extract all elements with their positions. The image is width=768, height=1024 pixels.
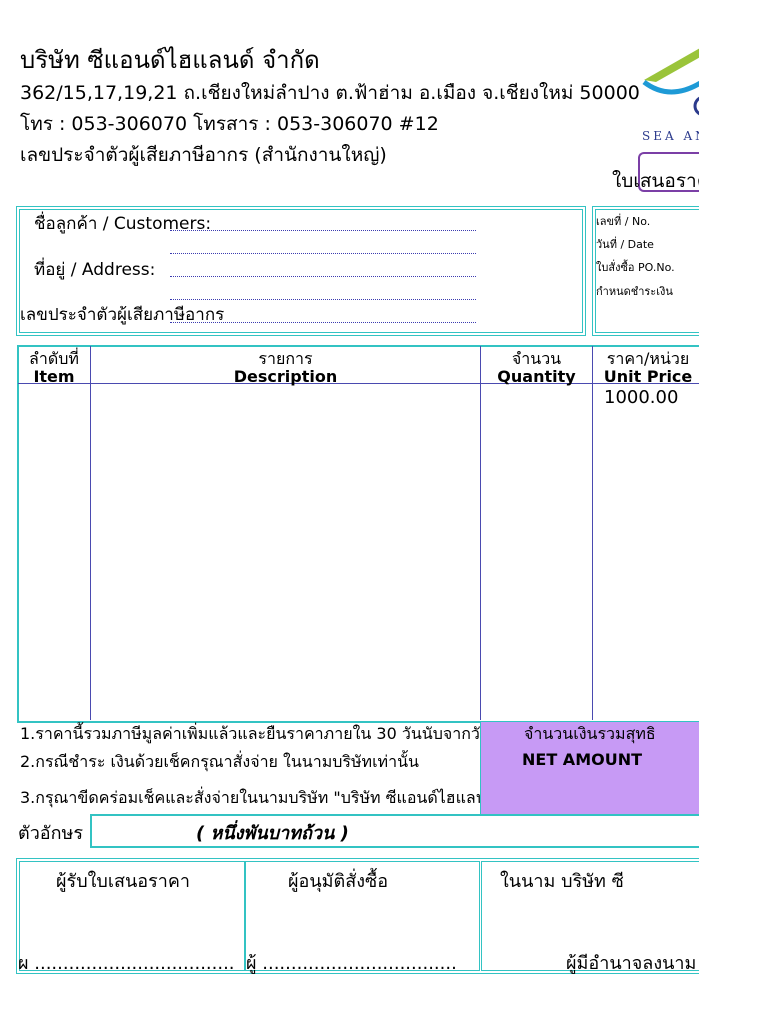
row-unit-price[interactable]: 1000.00: [604, 387, 679, 408]
note-2: 2.กรณีชำระ เงินด้วยเช็คกรุณาสั่งจ่าย ในน…: [20, 752, 419, 771]
company-phone: โทร : 053-306070 โทรสาร : 053-306070 #12: [20, 113, 439, 135]
customer-name-line-2[interactable]: [170, 253, 476, 254]
net-amount-label-en: NET AMOUNT: [522, 750, 643, 769]
amount-words-label: ตัวอักษร: [18, 823, 84, 844]
signature-cell-company: [481, 861, 699, 971]
note-1: 1.ราคานี้รวมภาษีมูลค่าเพิ่มแล้วและยืนราค…: [20, 724, 575, 743]
doc-title: ใบเสนอราคา: [612, 170, 699, 192]
col-header-item: ลำดับที่Item: [29, 349, 79, 386]
signature-cell-receiver: [19, 861, 245, 971]
address-line[interactable]: [170, 276, 476, 277]
signature-line-company[interactable]: ผู้มีอำนาจลงนาม: [566, 953, 697, 974]
customer-label: ชื่อลูกค้า / Customers:: [34, 214, 212, 234]
net-amount-label-th: จำนวนเงินรวมสุทธิ: [524, 724, 656, 743]
amount-words-box: [90, 814, 699, 848]
signature-cell-approver: [245, 861, 480, 971]
address-line-2[interactable]: [170, 299, 476, 300]
company-address: 362/15,17,19,21 ถ.เชียงใหม่ลำปาง ต.ฟ้าฮ่…: [20, 82, 640, 104]
doc-info-box-inner: [595, 209, 699, 333]
signature-title-approver: ผู้อนุมัติสั่งซื้อ: [288, 871, 389, 892]
company-name: บริษัท ซีแอนด์ไฮแลนด์ จำกัด: [20, 46, 320, 74]
company-tax-id: เลขประจำตัวผู้เสียภาษีอากร (สำนักงานใหญ่…: [20, 144, 387, 166]
signature-title-company: ในนาม บริษัท ซี: [500, 871, 624, 892]
table-col-divider: [592, 346, 593, 720]
company-logo-icon: [642, 48, 699, 116]
logo-text: SEA AND: [642, 129, 699, 143]
table-col-divider: [480, 346, 481, 720]
customer-tax-line[interactable]: [170, 322, 476, 323]
note-3: 3.กรุณาขีดคร่อมเช็คและสั่งจ่ายในนามบริษั…: [20, 788, 600, 807]
doc-info-box: [592, 206, 699, 336]
signature-line-receiver[interactable]: ผ ...................................: [18, 953, 235, 974]
items-table: [17, 345, 699, 723]
address-label: ที่อยู่ / Address:: [34, 260, 156, 280]
customer-tax-label: เลขประจำตัวผู้เสียภาษีอากร: [20, 305, 225, 325]
signature-section: [16, 858, 699, 974]
signature-line-approver[interactable]: ผู้ ..................................: [246, 953, 457, 974]
net-amount-box: [480, 721, 699, 815]
document-page: บริษัท ซีแอนด์ไฮแลนด์ จำกัด 362/15,17,19…: [16, 46, 699, 974]
table-header-divider: [18, 383, 699, 384]
signature-title-receiver: ผู้รับใบเสนอราคา: [56, 871, 191, 892]
table-col-divider: [90, 346, 91, 720]
doc-date-label: วันที่ / Date: [596, 238, 654, 251]
doc-no-label: เลขที่ / No.: [596, 215, 651, 228]
customer-box-inner: [19, 209, 583, 333]
doc-po-label: ใบสั่งซื้อ PO.No.: [596, 261, 675, 274]
customer-name-line[interactable]: [170, 230, 476, 231]
doc-title-box: [638, 152, 699, 192]
customer-box: [16, 206, 586, 336]
amount-words-text: ( หนึ่งพันบาทถ้วน ): [196, 823, 349, 844]
doc-due-label: กำหนดชำระเงิน: [596, 285, 673, 298]
